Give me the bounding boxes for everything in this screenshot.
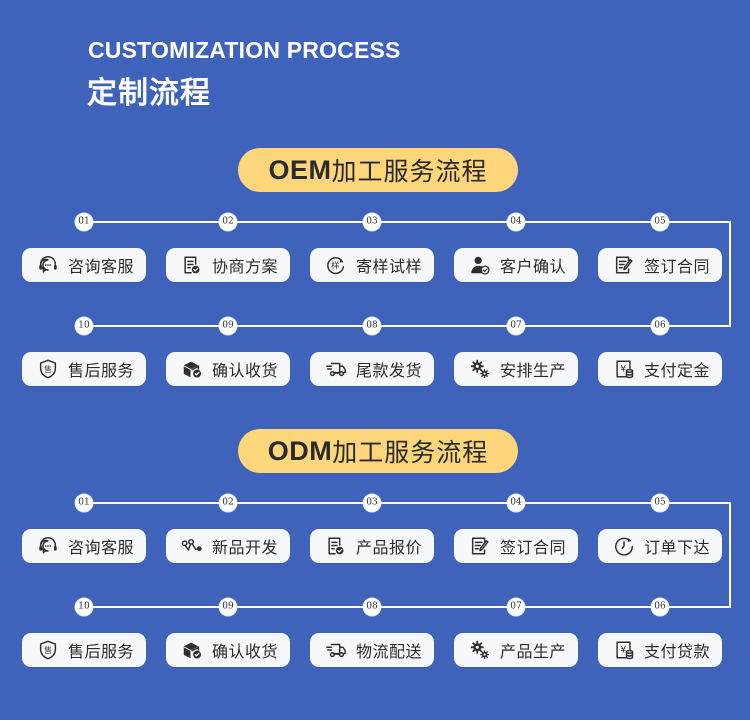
process-step-card[interactable]: 签订合同 xyxy=(454,529,578,563)
contract-sign-icon xyxy=(468,535,492,557)
section-title-text: 加工服务流程 xyxy=(331,157,488,186)
process-step-card[interactable]: 协商方案 xyxy=(166,248,290,282)
step-label: 物流配送 xyxy=(356,642,423,661)
delivery-truck-icon xyxy=(324,639,348,661)
section-title-code: OEM xyxy=(268,154,332,185)
step-label: 签订合同 xyxy=(500,538,567,557)
step-number-badge: 01 xyxy=(74,212,94,232)
step-label: 支付贷款 xyxy=(644,642,711,661)
step-label: 尾款发货 xyxy=(356,361,423,380)
step-label: 订单下达 xyxy=(644,538,711,557)
step-number-badge: 03 xyxy=(362,493,382,513)
process-step-card[interactable]: ¥ 支付贷款 xyxy=(598,633,722,667)
svg-text:样: 样 xyxy=(331,261,339,271)
connected-nodes-icon xyxy=(180,535,204,557)
step-label: 售后服务 xyxy=(68,361,135,380)
step-label: 确认收货 xyxy=(212,642,279,661)
process-step-card[interactable]: 安排生产 xyxy=(454,352,578,386)
document-check-icon xyxy=(180,254,204,276)
step-number-badge: 02 xyxy=(218,212,238,232)
step-label: 售后服务 xyxy=(68,642,135,661)
process-step-card[interactable]: ¥ 支付定金 xyxy=(598,352,722,386)
process-step-card[interactable]: 售 售后服务 xyxy=(22,633,146,667)
step-number-badge: 07 xyxy=(506,597,526,617)
step-number-badge: 04 xyxy=(506,212,526,232)
process-step-card[interactable]: 咨询客服 xyxy=(22,248,146,282)
clock-refresh-icon xyxy=(612,535,636,557)
step-label: 咨询客服 xyxy=(68,538,135,557)
process-step-card[interactable]: 新品开发 xyxy=(166,529,290,563)
section-title-code: ODM xyxy=(267,435,333,466)
step-number-badge: 08 xyxy=(362,597,382,617)
gears-icon xyxy=(468,358,492,380)
step-number-badge: 10 xyxy=(74,316,94,336)
step-label: 咨询客服 xyxy=(68,257,135,276)
svg-text:¥: ¥ xyxy=(620,644,626,655)
step-number-badge: 09 xyxy=(218,597,238,617)
step-label: 寄样试样 xyxy=(356,257,423,276)
delivery-truck-icon xyxy=(324,358,348,380)
step-label: 产品报价 xyxy=(356,538,423,557)
process-step-card[interactable]: 产品报价 xyxy=(310,529,434,563)
process-step-card[interactable]: 订单下达 xyxy=(598,529,722,563)
aftersale-shield-icon: 售 xyxy=(36,358,60,380)
step-number-badge: 06 xyxy=(650,597,670,617)
step-number-badge: 05 xyxy=(650,212,670,232)
sample-refresh-icon: 样 xyxy=(324,254,348,276)
step-number-badge: 06 xyxy=(650,316,670,336)
svg-text:售: 售 xyxy=(44,364,52,374)
process-step-card[interactable]: 签订合同 xyxy=(598,248,722,282)
process-step-card[interactable]: 物流配送 xyxy=(310,633,434,667)
page-title-chinese: 定制流程 xyxy=(87,76,211,111)
yuan-payment-icon: ¥ xyxy=(612,358,636,380)
contract-sign-icon xyxy=(612,254,636,276)
step-label: 产品生产 xyxy=(500,642,567,661)
process-step-card[interactable]: 售 售后服务 xyxy=(22,352,146,386)
step-number-badge: 03 xyxy=(362,212,382,232)
step-label: 新品开发 xyxy=(212,538,279,557)
process-step-card[interactable]: 确认收货 xyxy=(166,633,290,667)
step-number-badge: 09 xyxy=(218,316,238,336)
gears-icon xyxy=(468,639,492,661)
headset-chat-icon xyxy=(36,535,60,557)
step-label: 安排生产 xyxy=(500,361,567,380)
step-label: 协商方案 xyxy=(212,257,279,276)
package-check-icon xyxy=(180,358,204,380)
process-step-card[interactable]: 客户确认 xyxy=(454,248,578,282)
step-label: 签订合同 xyxy=(644,257,711,276)
step-number-badge: 04 xyxy=(506,493,526,513)
section-title-text: 加工服务流程 xyxy=(332,438,489,467)
step-label: 客户确认 xyxy=(500,257,567,276)
document-check-icon xyxy=(324,535,348,557)
process-step-card[interactable]: 确认收货 xyxy=(166,352,290,386)
page-title-english: CUSTOMIZATION PROCESS xyxy=(88,37,401,63)
step-number-badge: 01 xyxy=(74,493,94,513)
yuan-payment-icon: ¥ xyxy=(612,639,636,661)
process-step-card[interactable]: 尾款发货 xyxy=(310,352,434,386)
package-check-icon xyxy=(180,639,204,661)
process-step-card[interactable]: 产品生产 xyxy=(454,633,578,667)
step-number-badge: 08 xyxy=(362,316,382,336)
step-label: 支付定金 xyxy=(644,361,711,380)
step-label: 确认收货 xyxy=(212,361,279,380)
process-step-card[interactable]: 样 寄样试样 xyxy=(310,248,434,282)
svg-text:¥: ¥ xyxy=(620,363,626,374)
aftersale-shield-icon: 售 xyxy=(36,639,60,661)
step-number-badge: 10 xyxy=(74,597,94,617)
svg-text:售: 售 xyxy=(44,645,52,655)
step-number-badge: 02 xyxy=(218,493,238,513)
process-step-card[interactable]: 咨询客服 xyxy=(22,529,146,563)
step-number-badge: 07 xyxy=(506,316,526,336)
step-number-badge: 05 xyxy=(650,493,670,513)
headset-chat-icon xyxy=(36,254,60,276)
user-check-icon xyxy=(468,254,492,276)
